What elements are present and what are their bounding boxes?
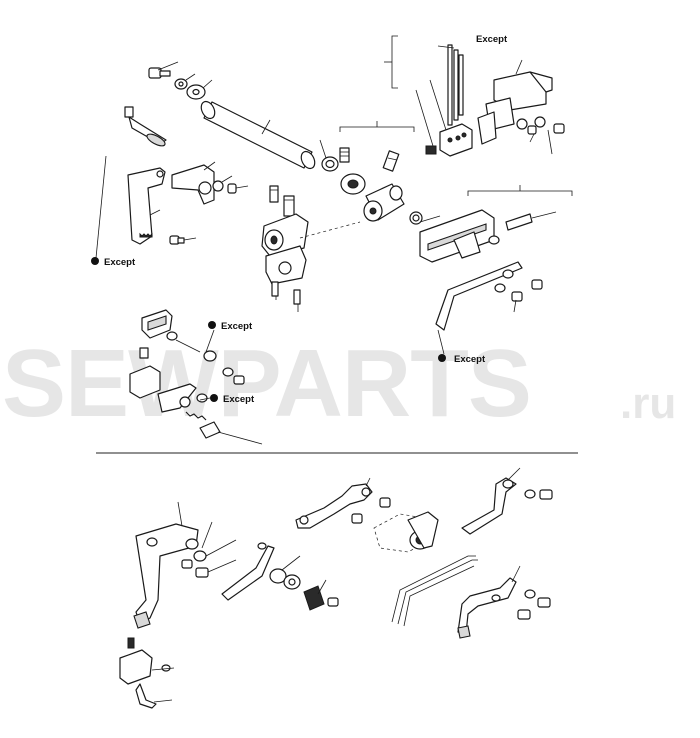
washer-part	[174, 73, 213, 100]
lever-plate-part	[124, 106, 167, 245]
except-bullet-icon	[438, 354, 446, 362]
ring-washer-part	[319, 139, 339, 172]
except-bullet-icon	[210, 394, 218, 402]
lower-left-assembly	[119, 501, 339, 709]
clamp-assembly-part	[261, 185, 361, 312]
watermark-suffix: .ru	[620, 379, 676, 428]
pin-part	[437, 44, 464, 126]
mounting-bracket-part	[477, 59, 565, 155]
except-callout-3: Except	[454, 354, 486, 365]
watermark: SEWPARTS .ru	[2, 330, 676, 437]
except-callout-1: Except	[104, 257, 136, 268]
long-shaft-part	[200, 100, 316, 170]
except-bullet-icon	[208, 321, 216, 329]
screw-part	[169, 235, 197, 245]
collar-part	[340, 173, 366, 195]
lower-middle-assembly	[295, 477, 478, 627]
mid-left-assembly: Except Except	[129, 309, 263, 445]
except-callout-2: Except	[476, 34, 508, 45]
long-lever-part	[435, 261, 543, 331]
upper-right-assembly: Except	[384, 34, 573, 365]
block-part	[363, 183, 405, 222]
except-callout-5: Except	[223, 394, 255, 405]
lower-right-assembly	[457, 467, 553, 639]
except-bullet-icon	[91, 257, 99, 265]
terminal-block-part	[415, 79, 473, 157]
except-callout-4: Except	[221, 321, 253, 332]
upper-left-assembly: Except	[91, 61, 415, 312]
set-screw-part	[339, 147, 400, 172]
crank-bracket-part	[171, 161, 249, 205]
rail-plate-part	[409, 209, 557, 263]
watermark-text: SEWPARTS	[2, 330, 531, 437]
screw-part	[148, 61, 179, 79]
